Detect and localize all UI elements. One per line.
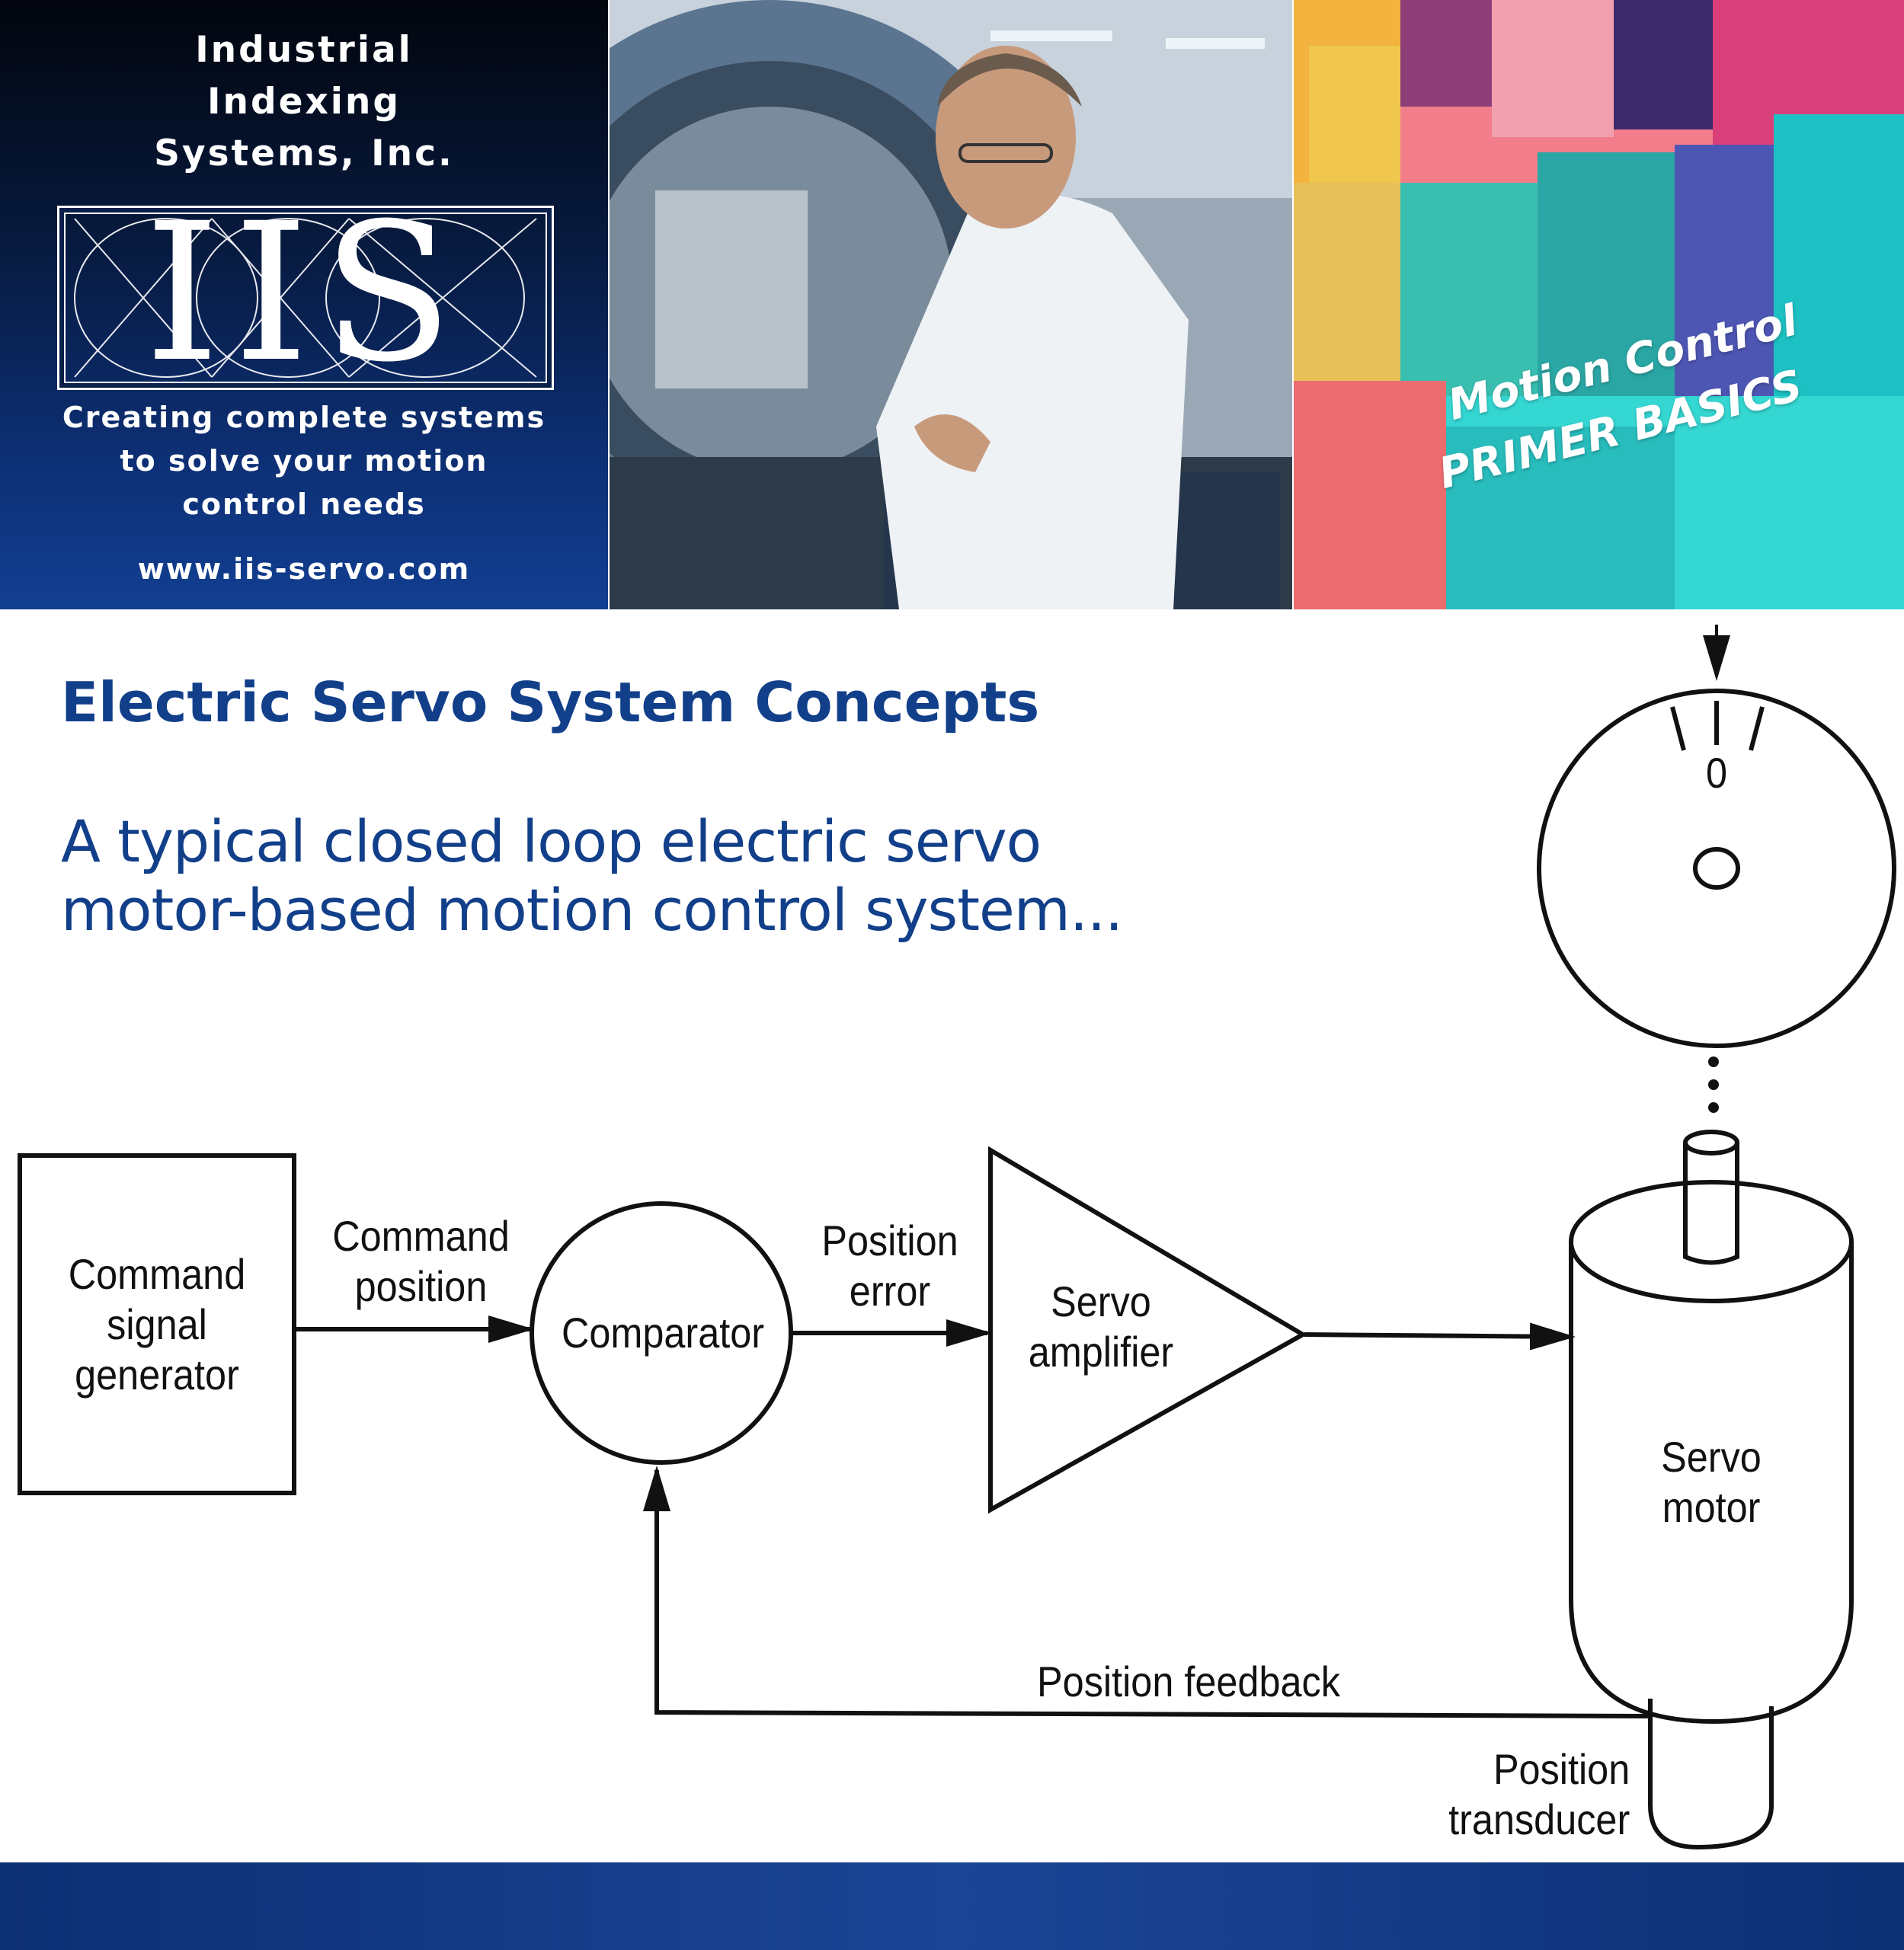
motor-shaft xyxy=(1683,1143,1739,1265)
position-error-label: Position error xyxy=(821,1216,958,1315)
command-generator-box xyxy=(18,1153,296,1495)
logo-text: IIS xyxy=(144,182,467,404)
position-feedback-path xyxy=(643,1466,1651,1718)
technician-photo xyxy=(610,0,1292,609)
generator-label: Command signal generator xyxy=(68,1250,246,1399)
position-transducer xyxy=(1648,1699,1774,1850)
tagline-line-2: to solve your motion xyxy=(120,444,488,478)
subtitle-line-2: motor-based motion control system... xyxy=(61,876,1123,944)
motion-control-primer-image: Motion Control PRIMER BASICS xyxy=(1294,0,1904,609)
servo-motor-label: Servo motor xyxy=(1661,1433,1762,1531)
position-feedback-label: Position feedback xyxy=(1037,1658,1340,1705)
website-link[interactable]: www.iis-servo.com xyxy=(137,552,471,586)
position-transducer-label: Position transducer xyxy=(1448,1745,1630,1843)
subtitle-line-1: A typical closed loop electric servo xyxy=(61,807,1042,875)
dial-disc xyxy=(1537,689,1896,1048)
iis-logo: IIS xyxy=(57,194,554,392)
servo-motor-top xyxy=(1569,1180,1854,1303)
tagline-line-3: control needs xyxy=(182,488,426,521)
coupling-dots xyxy=(1708,1057,1719,1113)
servo-amplifier-label: Servo amplifier xyxy=(1028,1277,1174,1376)
company-logo-panel: Industrial Indexing Systems, Inc. IIS Cr… xyxy=(0,0,608,609)
company-name-line-3: Systems, Inc. xyxy=(154,133,454,174)
command-position-label: Command position xyxy=(332,1212,510,1310)
comparator-label: Comparator xyxy=(561,1309,765,1357)
servo-motor-body xyxy=(1569,1242,1854,1725)
company-name-line-1: Industrial xyxy=(195,29,413,71)
page-title: Electric Servo System Concepts xyxy=(61,670,1040,734)
dial-zero-label: 0 xyxy=(1705,749,1728,797)
company-name-line-2: Indexing xyxy=(207,81,401,123)
servo-block-diagram xyxy=(18,625,1896,1850)
footer-bar xyxy=(0,1862,1904,1950)
drive-arrow xyxy=(1304,1322,1576,1351)
tagline-line-1: Creating complete systems xyxy=(62,401,546,434)
dial-center-hole xyxy=(1693,847,1740,890)
